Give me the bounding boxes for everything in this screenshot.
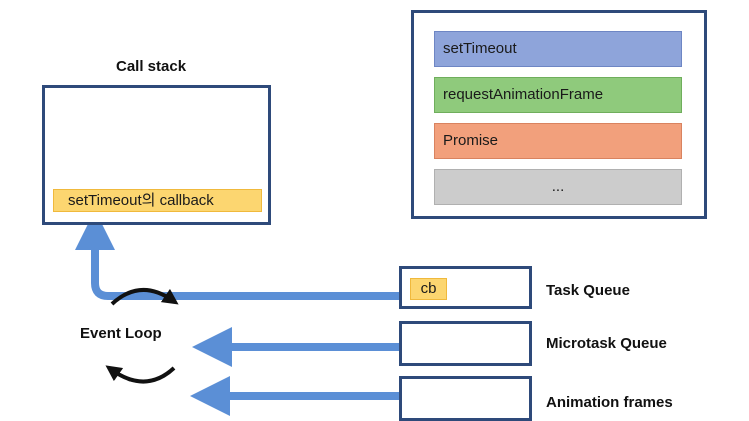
api-promise: Promise xyxy=(434,123,682,159)
call-stack-title: Call stack xyxy=(116,58,187,75)
task-queue-box: cb xyxy=(399,266,532,309)
event-loop-label: Event Loop xyxy=(80,325,162,342)
loop-arrow-top xyxy=(110,287,179,306)
call-stack-frame: setTimeout의 callback xyxy=(42,85,271,225)
web-apis-panel: setTimeout requestAnimationFrame Promise… xyxy=(411,10,707,219)
task-to-callstack-arrow xyxy=(75,210,400,300)
task-queue-label: Task Queue xyxy=(546,282,630,299)
animation-frames-box xyxy=(399,376,532,421)
microtask-queue-box xyxy=(399,321,532,366)
animation-frames-label: Animation frames xyxy=(546,394,673,411)
loop-arrow-bottom xyxy=(105,365,176,384)
microtask-queue-label: Microtask Queue xyxy=(546,335,667,352)
api-settimeout: setTimeout xyxy=(434,31,682,67)
call-stack-item: setTimeout의 callback xyxy=(53,189,262,212)
api-requestanimationframe: requestAnimationFrame xyxy=(434,77,682,113)
api-more: ... xyxy=(434,169,682,205)
task-queue-item: cb xyxy=(410,278,447,300)
